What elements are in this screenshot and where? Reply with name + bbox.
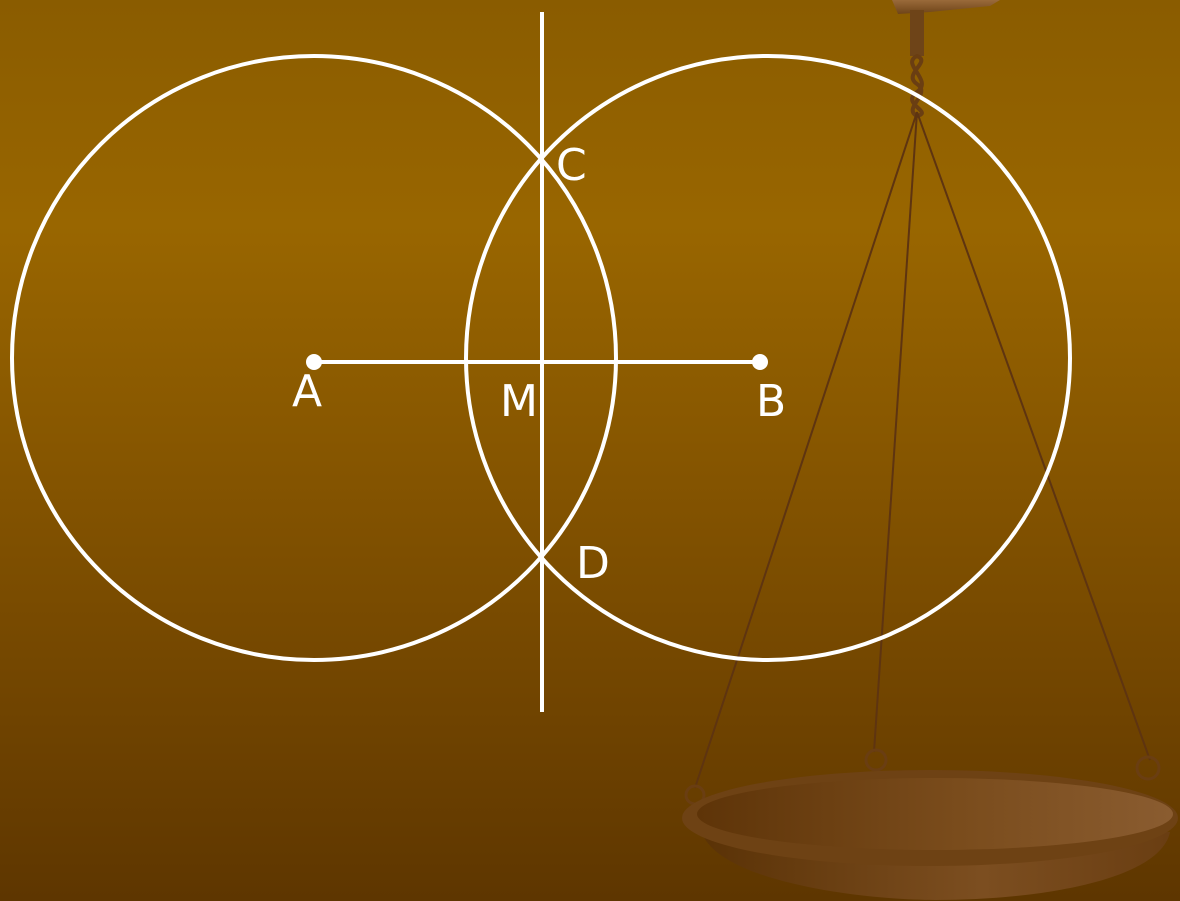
balance-scale-icon — [682, 0, 1178, 900]
label-m: M — [500, 376, 538, 427]
point-b — [752, 354, 768, 370]
scale-arm — [892, 0, 1000, 14]
circle-b — [464, 54, 1072, 662]
label-c: C — [556, 140, 587, 191]
scale-string-right — [916, 111, 1151, 761]
label-a: A — [292, 366, 322, 417]
circle-a — [10, 54, 618, 662]
scale-ring-middle — [864, 748, 888, 772]
scale-pan-top — [697, 778, 1173, 850]
point-a — [306, 354, 322, 370]
label-b: B — [756, 376, 786, 427]
scale-string-middle — [873, 111, 918, 753]
scale-string-left — [694, 111, 918, 789]
scale-hook-chain — [910, 53, 924, 119]
scale-ring-right — [1135, 755, 1161, 781]
label-d: D — [576, 538, 610, 589]
construction — [10, 12, 1072, 712]
scale-hanger-rod — [910, 10, 924, 56]
